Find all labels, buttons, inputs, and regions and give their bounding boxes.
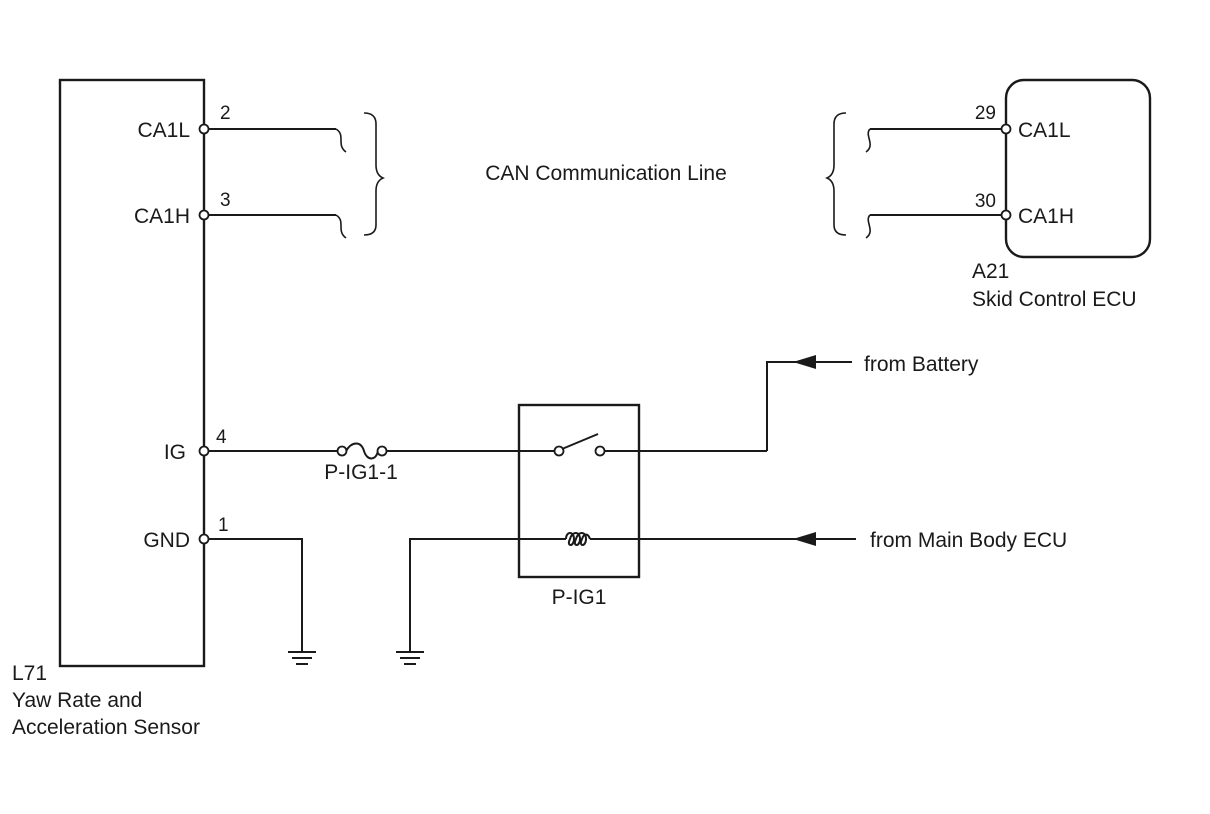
pin-ig-sensor: [198, 445, 210, 457]
battery-arrow-icon: [793, 355, 816, 369]
sensor-name-line1: Yaw Rate and: [12, 689, 142, 712]
ca1h-break-mark-sensor: [335, 214, 347, 239]
pin-gnd-sensor: [198, 533, 210, 545]
sensor-pin-number-ca1l: 2: [220, 103, 231, 124]
sensor-pin-number-ca1h: 3: [220, 190, 231, 211]
ecu-name-label: Skid Control ECU: [972, 288, 1137, 311]
fuse-symbol: [345, 442, 379, 460]
ca1h-break-mark-ecu: [865, 214, 871, 239]
pin-ca1l-ecu: [1000, 123, 1012, 135]
sensor-pin-number-gnd: 1: [218, 515, 229, 536]
relay-switch-contact-left: [553, 445, 565, 457]
from-main-body-ecu-label: from Main Body ECU: [870, 529, 1067, 552]
fuse-terminal-right: [376, 445, 388, 457]
sensor-terminal-ca1l-label: CA1L: [137, 119, 190, 142]
sensor-terminal-ig-label: IG: [164, 441, 186, 464]
ca1l-break-mark-ecu: [865, 128, 871, 153]
ecu-terminal-ca1h-label: CA1H: [1018, 205, 1074, 228]
relay-coil-icon: [565, 532, 591, 546]
ground-icon-relay: [396, 651, 424, 665]
pin-ca1h-sensor: [198, 209, 210, 221]
relay-switch-blade: [561, 433, 599, 450]
can-brace-right: [363, 112, 386, 236]
sensor-terminal-ca1h-label: CA1H: [134, 205, 190, 228]
sensor-body: [58, 78, 206, 668]
fuse-label: P-IG1-1: [324, 461, 398, 484]
sensor-terminal-gnd-label: GND: [143, 529, 190, 552]
main-body-ecu-arrow-icon: [793, 532, 816, 546]
gnd-wire: [204, 538, 303, 652]
relay-box: [517, 403, 641, 579]
relay-switch-contact-right: [594, 445, 606, 457]
sensor-name-line2: Acceleration Sensor: [12, 716, 200, 739]
ecu-code-label: A21: [972, 260, 1009, 283]
can-brace-left: [824, 112, 847, 236]
ecu-pin-number-ca1h: 30: [975, 191, 996, 212]
pin-ca1l-sensor: [198, 123, 210, 135]
sensor-code-label: L71: [12, 662, 47, 685]
ca1l-break-mark-sensor: [335, 128, 347, 153]
battery-wire: [766, 361, 852, 451]
ground-icon-sensor: [288, 651, 316, 665]
relay-label: P-IG1: [552, 586, 607, 609]
coil-ground-wire: [409, 538, 566, 652]
ecu-pin-number-ca1l: 29: [975, 103, 996, 124]
ecu-body: [1004, 78, 1152, 259]
fuse-terminal-left: [336, 445, 348, 457]
from-battery-label: from Battery: [864, 353, 979, 376]
ecu-terminal-ca1l-label: CA1L: [1018, 119, 1071, 142]
can-communication-line-label: CAN Communication Line: [485, 162, 727, 185]
pin-ca1h-ecu: [1000, 209, 1012, 221]
sensor-pin-number-ig: 4: [216, 427, 227, 448]
